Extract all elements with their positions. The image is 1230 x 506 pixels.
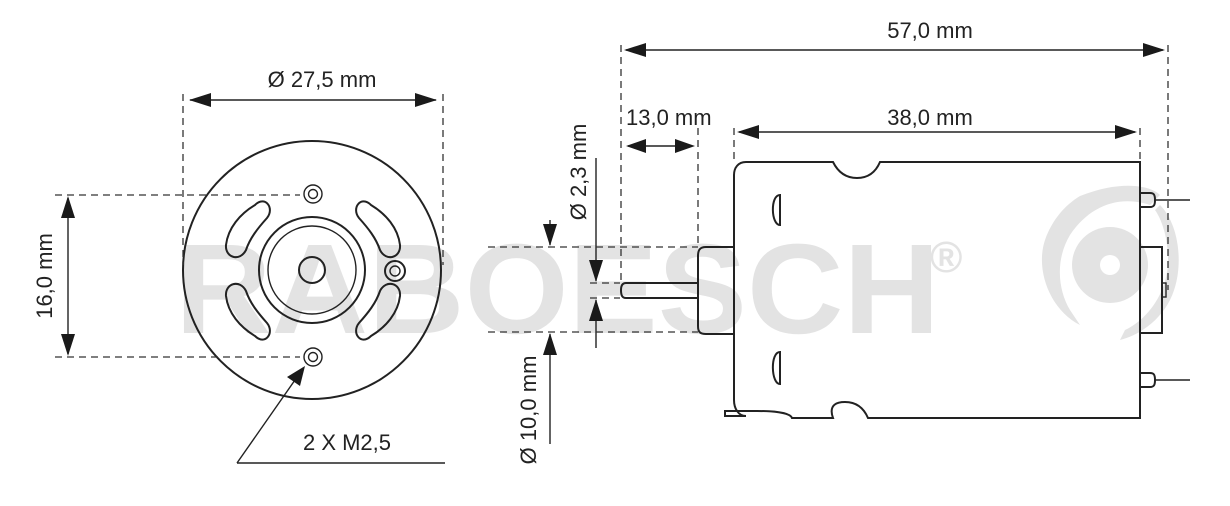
terminal-bottom [1140, 372, 1157, 388]
watermark: RABOESCH ® [175, 185, 1179, 361]
arrow-left-icon [189, 93, 211, 107]
arrow-right-icon [1143, 43, 1165, 57]
shaft [619, 282, 698, 299]
body-vent-bottom [771, 350, 781, 386]
shaft-length-label: 13,0 mm [626, 105, 712, 130]
bearing-boss [697, 246, 734, 335]
total-length-label: 57,0 mm [887, 18, 973, 43]
bearing-boss-inner [267, 225, 357, 315]
arrow-up-icon [61, 196, 75, 218]
arrow-right-icon [675, 139, 695, 153]
leader-line [236, 379, 296, 464]
front-view: Ø 27,5 mm 16,0 mm 2 X M2,5 [32, 67, 445, 464]
arrow-up-icon [543, 333, 557, 355]
motor-body-outline [724, 161, 1141, 419]
mounting-hole-top [303, 184, 323, 204]
shaft-circle [298, 256, 326, 284]
vent-slots [224, 200, 402, 341]
hole-spacing-label: 16,0 mm [32, 233, 57, 319]
diameter-label: Ø 27,5 mm [268, 67, 377, 92]
rear-shaft-stub [1161, 282, 1167, 298]
leader-arrow-icon [287, 366, 305, 386]
motor-outline-circle [182, 140, 442, 400]
body-length-label: 38,0 mm [887, 105, 973, 130]
bearing-boss-outer [258, 216, 366, 324]
body-vent-top [771, 193, 781, 227]
arrow-down-icon [61, 334, 75, 356]
registered-mark: ® [930, 233, 962, 282]
shaft-diameter-label: Ø 2,3 mm [566, 124, 591, 221]
arrow-up-icon [589, 299, 603, 321]
arrow-right-icon [1115, 125, 1137, 139]
arrow-down-icon [543, 224, 557, 246]
arrow-left-icon [737, 125, 759, 139]
watermark-text: RABOESCH [175, 218, 940, 361]
arrow-left-icon [624, 43, 646, 57]
boss-diameter-label: Ø 10,0 mm [516, 356, 541, 465]
side-hole [384, 260, 406, 282]
side-view: 57,0 mm 13,0 mm 38,0 mm Ø 2,3 mm Ø 10,0 … [488, 18, 1190, 464]
arrow-down-icon [589, 260, 603, 282]
arrow-right-icon [415, 93, 437, 107]
arrow-left-icon [626, 139, 646, 153]
thread-label: 2 X M2,5 [303, 430, 391, 455]
raboesch-logo-icon [1041, 185, 1179, 340]
mounting-hole-bottom [303, 347, 323, 367]
